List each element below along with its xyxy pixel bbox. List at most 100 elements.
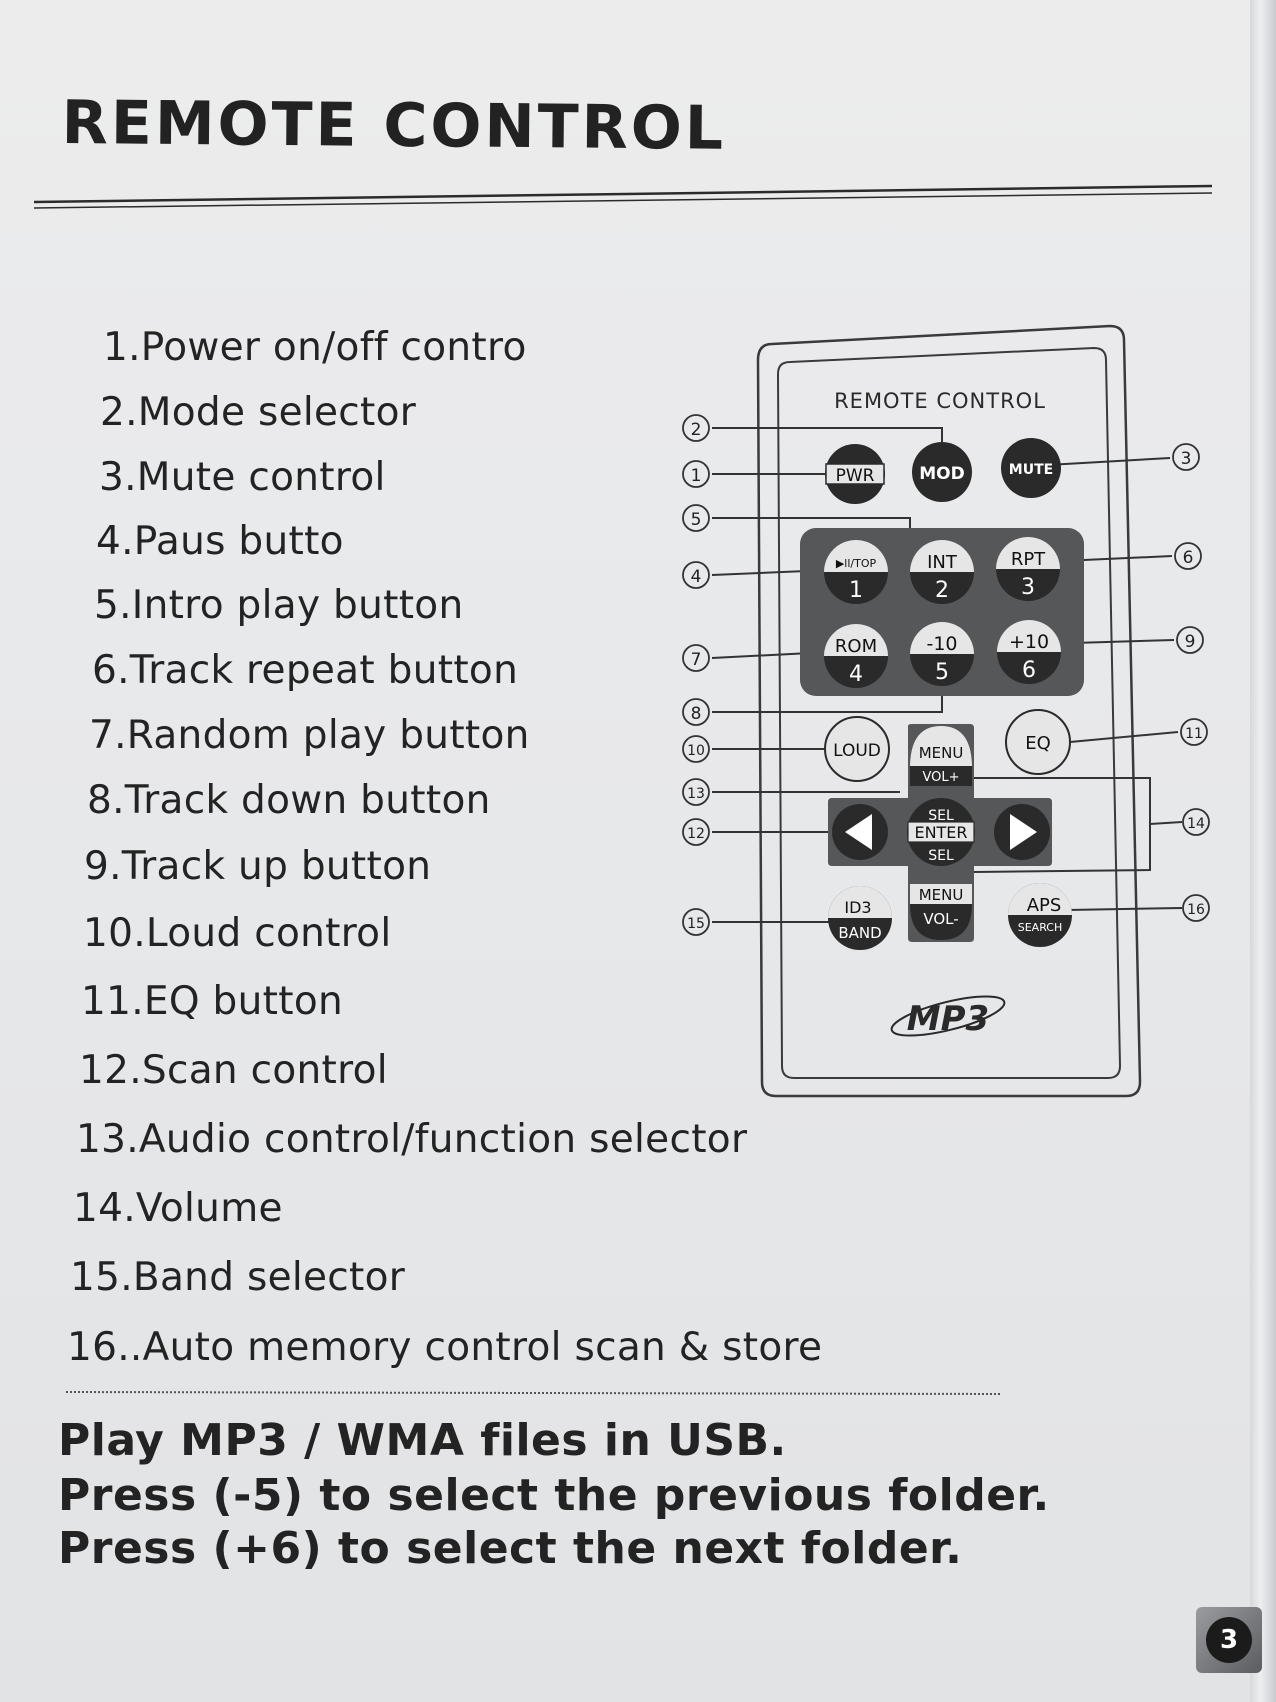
svg-text:6: 6 — [1022, 658, 1036, 683]
mod-button[interactable]: MOD — [912, 442, 972, 502]
svg-text:SEL: SEL — [928, 848, 954, 864]
svg-text:MENU: MENU — [919, 744, 964, 762]
list-item: 1.Power on/off contro — [103, 325, 527, 370]
callout-12: 12 — [682, 818, 710, 846]
remote-outer-outline — [756, 324, 1142, 1098]
svg-text:PWR: PWR — [836, 466, 875, 486]
rom-button-4[interactable]: ROM 4 — [824, 624, 888, 688]
usb-note-previous: Press (-5) to select the previous folder… — [58, 1470, 1050, 1521]
callout-14: 14 — [1182, 808, 1210, 836]
svg-text:VOL-: VOL- — [923, 910, 958, 928]
left-arrow-button[interactable] — [832, 804, 888, 860]
svg-text:MP3: MP3 — [907, 999, 989, 1039]
svg-text:RPT: RPT — [1011, 549, 1046, 570]
callout-11: 11 — [1180, 718, 1208, 746]
svg-text:BAND: BAND — [838, 924, 881, 942]
int-button-2[interactable]: INT 2 — [910, 540, 974, 604]
sel-enter-button[interactable]: SEL ENTER SEL — [907, 798, 975, 866]
list-item: 14.Volume — [73, 1186, 283, 1231]
svg-text:-10: -10 — [926, 633, 957, 655]
list-item: 3.Mute control — [99, 455, 386, 500]
title-double-rule — [33, 184, 1213, 209]
svg-text:16: 16 — [1187, 902, 1205, 918]
svg-text:INT: INT — [927, 552, 958, 573]
right-arrow-icon — [1010, 814, 1037, 850]
list-item: 16..Auto memory control scan & store — [67, 1325, 823, 1370]
svg-text:8: 8 — [691, 704, 702, 724]
list-item: 13.Audio control/function selector — [76, 1117, 748, 1162]
list-item: 12.Scan control — [79, 1048, 388, 1093]
svg-text:SEL: SEL — [928, 808, 954, 824]
svg-text:12: 12 — [687, 826, 705, 842]
plus10-button-6[interactable]: +10 6 — [997, 620, 1061, 684]
svg-text:2: 2 — [691, 420, 702, 440]
svg-text:1: 1 — [849, 578, 863, 603]
callout-3: 3 — [1172, 443, 1200, 471]
svg-text:13: 13 — [687, 786, 705, 802]
svg-text:LOUD: LOUD — [833, 741, 881, 761]
minus10-button-5[interactable]: -10 5 — [910, 622, 974, 686]
aps-search-button[interactable]: APS SEARCH — [1008, 883, 1072, 947]
svg-text:15: 15 — [687, 916, 705, 932]
list-item: 5.Intro play button — [94, 583, 464, 628]
id3-band-button[interactable]: ID3 BAND — [828, 886, 892, 950]
svg-text:ROM: ROM — [835, 636, 877, 657]
svg-text:APS: APS — [1027, 895, 1062, 916]
usb-note-next: Press (+6) to select the next folder. — [58, 1523, 963, 1574]
svg-text:9: 9 — [1185, 632, 1196, 652]
pwr-button[interactable]: PWR — [825, 444, 885, 504]
callout-16: 16 — [1182, 894, 1210, 922]
callout-9: 9 — [1176, 626, 1204, 654]
svg-text:MENU: MENU — [919, 886, 964, 904]
remote-inner-outline — [776, 346, 1122, 1079]
svg-text:SEARCH: SEARCH — [1018, 921, 1063, 934]
svg-text:14: 14 — [1187, 816, 1205, 832]
list-item: 10.Loud control — [83, 911, 392, 956]
list-item: 8.Track down button — [87, 778, 491, 823]
svg-text:10: 10 — [687, 743, 705, 759]
svg-text:ID3: ID3 — [844, 898, 871, 917]
menu-vol-down-button[interactable]: MENU VOL- — [910, 884, 972, 940]
svg-text:MUTE: MUTE — [1009, 462, 1053, 478]
left-arrow-icon — [845, 814, 872, 850]
svg-text:5: 5 — [935, 660, 949, 685]
loud-button[interactable]: LOUD — [824, 716, 890, 782]
svg-text:4: 4 — [849, 662, 863, 687]
callout-8: 8 — [682, 698, 710, 726]
callout-numbers: 2 1 3 5 4 6 7 9 8 10 11 13 12 14 15 16 — [682, 414, 1210, 936]
callout-6: 6 — [1174, 542, 1202, 570]
callout-5: 5 — [682, 504, 710, 532]
mute-button[interactable]: MUTE — [1001, 438, 1061, 498]
right-arrow-button[interactable] — [994, 804, 1050, 860]
rpt-button-3[interactable]: RPT 3 — [996, 537, 1060, 601]
svg-text:3: 3 — [1021, 575, 1035, 600]
callout-4: 4 — [682, 561, 710, 589]
svg-text:MOD: MOD — [919, 464, 964, 484]
svg-text:7: 7 — [691, 650, 702, 670]
svg-text:5: 5 — [691, 510, 702, 530]
svg-text:EQ: EQ — [1025, 733, 1051, 754]
play-pause-button-1[interactable]: ▶ll/TOP 1 — [824, 540, 888, 604]
callout-1: 1 — [682, 460, 710, 488]
list-item: 11.EQ button — [81, 979, 343, 1024]
eq-button[interactable]: EQ — [1005, 709, 1071, 775]
list-item: 2.Mode selector — [100, 390, 417, 435]
page-number: 3 — [1206, 1617, 1252, 1663]
callout-15: 15 — [682, 908, 710, 936]
svg-text:11: 11 — [1185, 726, 1203, 742]
list-item: 7.Random play button — [89, 713, 530, 758]
svg-text:ENTER: ENTER — [914, 823, 967, 842]
svg-text:VOL+: VOL+ — [922, 770, 959, 785]
callout-10: 10 — [682, 735, 710, 763]
remote-label: REMOTE CONTROL — [834, 389, 1046, 413]
usb-note-title: Play MP3 / WMA files in USB. — [58, 1415, 787, 1466]
page-edge — [1250, 0, 1276, 1702]
svg-text:+10: +10 — [1009, 631, 1049, 653]
menu-vol-up-button[interactable]: MENU VOL+ — [910, 726, 972, 786]
list-item: 15.Band selector — [70, 1255, 406, 1300]
svg-text:2: 2 — [935, 578, 949, 603]
svg-text:3: 3 — [1181, 449, 1192, 469]
callout-7: 7 — [682, 644, 710, 672]
